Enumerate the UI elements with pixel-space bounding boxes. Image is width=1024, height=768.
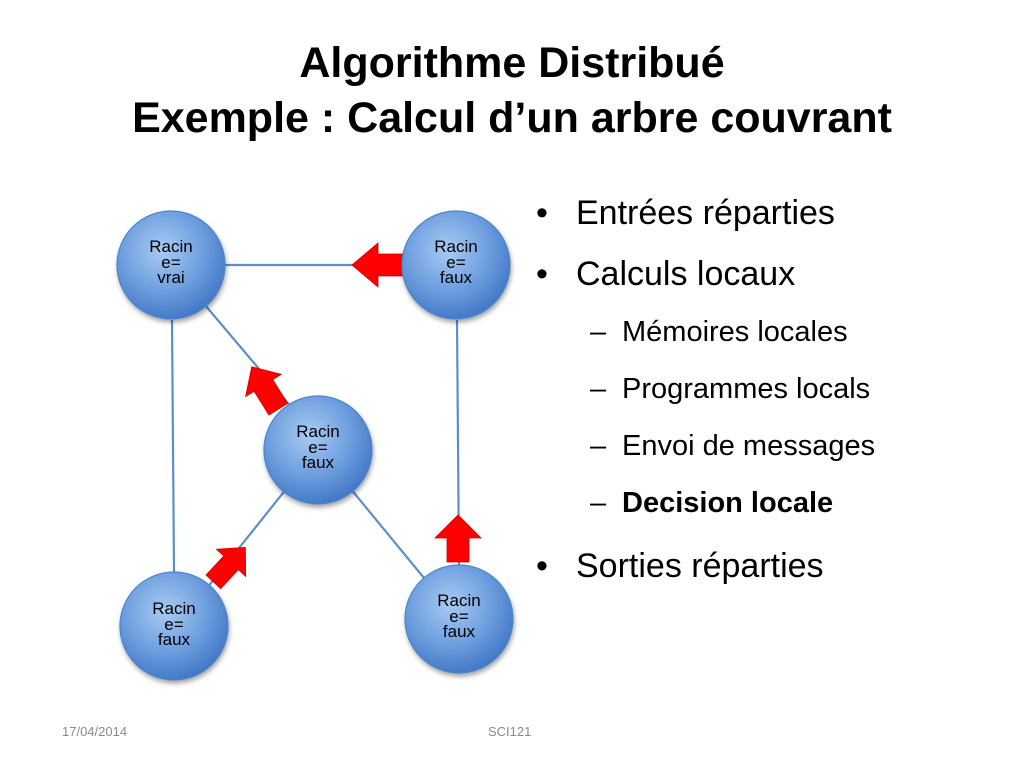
node-center-label-3: faux [302,453,335,472]
arrow-center-to-top-left [245,366,289,416]
title-line-1: Algorithme Distribué [299,39,725,87]
dash-icon: – [590,373,607,405]
sub-bullet-text: Programmes locals [622,373,871,405]
sub-bullet-text: Envoi de messages [622,430,876,462]
bullet-item: • Entrées réparties [536,190,1016,236]
bullet-text: Sorties réparties [576,547,824,585]
footer-date: 17/04/2014 [62,724,128,739]
dash-icon: – [590,316,607,348]
edge-center-bottom-right [349,487,425,579]
node-top-right-label-1: Racin [434,237,477,256]
bullet-text: Entrées réparties [576,194,835,232]
node-bottom-right-label-2: e= [449,607,468,626]
node-top-right-label-2: e= [446,253,465,272]
node-bottom-right-label-3: faux [443,622,476,641]
edge-top-left-bottom-left [170,319,176,573]
node-center: Racin e= faux [263,395,373,505]
node-bottom-left-label-1: Racin [152,599,195,618]
node-top-right-label-3: faux [440,268,473,287]
node-center-label-2: e= [308,438,327,457]
node-top-left: Racin e= vrai [116,210,226,320]
sub-bullet-item: – Decision locale [536,483,1016,523]
node-bottom-left-label-2: e= [164,615,183,634]
arrow-bottom-left-to-center [205,547,247,590]
sub-bullet-item: – Programmes locals [536,369,1016,409]
arrow-top-right-to-top-left [351,242,404,288]
arrow-layer [205,242,482,590]
node-bottom-right: Racin e= faux [404,564,514,674]
sub-bullet-text: Mémoires locales [622,316,848,348]
bullet-text: Calculs locaux [576,255,796,293]
bullet-icon: • [536,255,548,293]
node-bottom-left: Racin e= faux [119,571,229,681]
arrow-bottom-right-to-top-right [434,514,482,563]
bullet-item: • Calculs locaux [536,251,1016,297]
bullet-list: • Entrées réparties • Calculs locaux – M… [536,190,1016,604]
slide-title: Algorithme Distribué Exemple : Calcul d’… [0,36,1024,146]
node-bottom-right-label-1: Racin [437,591,480,610]
sub-bullet-text: Decision locale [622,487,834,519]
bullet-item: • Sorties réparties [536,543,1016,589]
node-top-right: Racin e= faux [401,210,511,320]
node-center-label-1: Racin [296,422,339,441]
node-bottom-left-label-3: faux [158,630,191,649]
sub-bullet-item: – Envoi de messages [536,426,1016,466]
node-top-left-label-2: e= [161,253,180,272]
footer-course: SCI121 [488,724,532,739]
bullet-icon: • [536,194,548,232]
sub-bullet-item: – Mémoires locales [536,312,1016,352]
dash-icon: – [590,430,607,462]
dash-icon: – [590,487,607,519]
title-line-2: Exemple : Calcul d’un arbre couvrant [132,94,892,142]
node-top-left-label-1: Racin [149,237,192,256]
bullet-icon: • [536,547,548,585]
node-top-left-label-3: vrai [157,268,184,287]
